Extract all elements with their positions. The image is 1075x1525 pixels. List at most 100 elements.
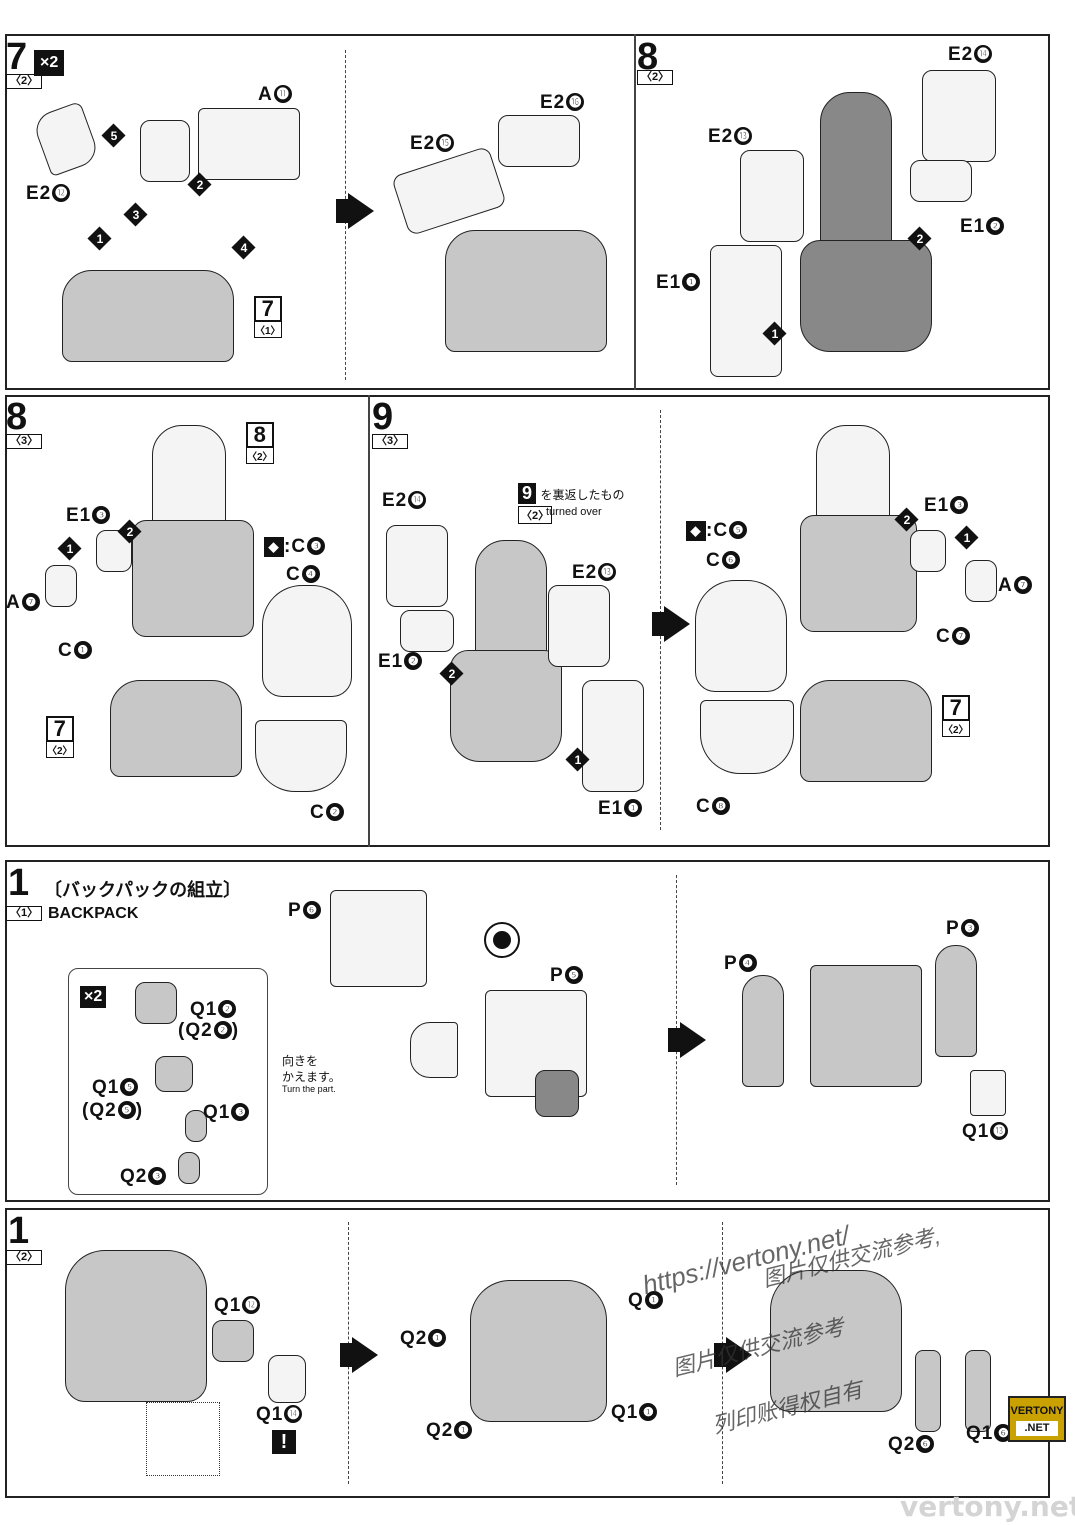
turned-en: turned over xyxy=(546,506,602,518)
backpack-step1-panel xyxy=(5,860,1050,1202)
part-p5-bottom xyxy=(535,1070,579,1117)
part-q2-6 xyxy=(915,1350,941,1432)
row1-divider-b xyxy=(634,34,636,390)
step7-sub: 〈2〉 xyxy=(6,74,43,89)
turn-note-jp1: 向きを xyxy=(282,1054,319,1068)
seq-4: 4 xyxy=(231,235,256,260)
swap-icon: ◆ xyxy=(264,537,284,557)
seq-2: 2 xyxy=(187,172,212,197)
part-torso-back xyxy=(475,540,547,662)
part-p6 xyxy=(330,890,427,987)
step8b-sub: 〈3〉 xyxy=(6,434,43,449)
next-arrow-bar-3 xyxy=(668,1028,680,1052)
times2-badge: ×2 xyxy=(34,50,65,76)
part-p5-side xyxy=(410,1022,458,1078)
next-arrow-2 xyxy=(664,606,690,642)
seq9r-1: 1 xyxy=(954,525,979,550)
turn-note-jp2: かえます。 xyxy=(282,1070,341,1084)
part-torso-skirt xyxy=(800,240,932,352)
turn-note-en: Turn the part. xyxy=(282,1084,336,1094)
part-e1-1-mid xyxy=(582,680,644,792)
part-base-assembled xyxy=(445,230,607,352)
seq-3: 3 xyxy=(123,202,148,227)
part-torso-waist-left xyxy=(132,520,254,637)
part-c8 xyxy=(700,700,794,774)
step7-panel xyxy=(5,34,1050,390)
part-e2-13-armor xyxy=(740,150,804,242)
step9-number: 9 xyxy=(372,396,394,438)
seq8-2: 2 xyxy=(907,226,932,251)
part-q1-13 xyxy=(970,1070,1006,1116)
part-q1-2 xyxy=(135,982,177,1024)
row2-divider-a xyxy=(368,395,370,847)
bp-title-jp: 〔バックパックの組立〕 xyxy=(44,880,242,901)
step8-9-panel xyxy=(5,395,1050,847)
bp-step1-number: 1 xyxy=(8,862,30,904)
black-dot-icon xyxy=(484,922,520,958)
step8-sub: 〈2〉 xyxy=(637,70,674,85)
part-torso-assembled-left xyxy=(152,425,226,537)
part-torso-waist-right xyxy=(800,515,917,632)
part-p3 xyxy=(935,945,977,1057)
next-arrow-1 xyxy=(348,193,374,229)
part-e1-1 xyxy=(710,245,782,377)
swap-icon-2: ◆ xyxy=(686,521,706,541)
next-arrow-bar-5 xyxy=(714,1343,726,1367)
step9-sub: 〈3〉 xyxy=(372,434,409,449)
part-base-left xyxy=(110,680,242,777)
part-p4 xyxy=(742,975,784,1087)
seq9-1: 1 xyxy=(565,747,590,772)
seq8b-1: 1 xyxy=(57,536,82,561)
warning-icon: ! xyxy=(272,1430,296,1454)
turned-sub: 〈2〉 xyxy=(518,506,553,524)
seq8-1: 1 xyxy=(762,321,787,346)
part-a7-left xyxy=(45,565,77,607)
part-backpack-body xyxy=(810,965,922,1087)
bp-step2-number: 1 xyxy=(8,1210,30,1252)
step8-number: 8 xyxy=(637,36,659,78)
part-c4 xyxy=(262,585,352,697)
part-base-right xyxy=(800,680,932,782)
part-torso-back-skirt xyxy=(450,650,562,762)
bp-title-en: BACKPACK xyxy=(48,905,139,922)
seq-1: 1 xyxy=(87,226,112,251)
subassembly-box xyxy=(68,968,268,1195)
backpack-step2-panel xyxy=(5,1208,1050,1498)
step8b-number: 8 xyxy=(6,396,28,438)
seq8b-2: 2 xyxy=(117,519,142,544)
part-q1-6 xyxy=(965,1350,991,1432)
ref-step7-1: 7〈1〉 xyxy=(254,296,282,338)
part-q1-5 xyxy=(155,1056,193,1092)
ref-step7-2b: 7〈2〉 xyxy=(942,695,970,737)
